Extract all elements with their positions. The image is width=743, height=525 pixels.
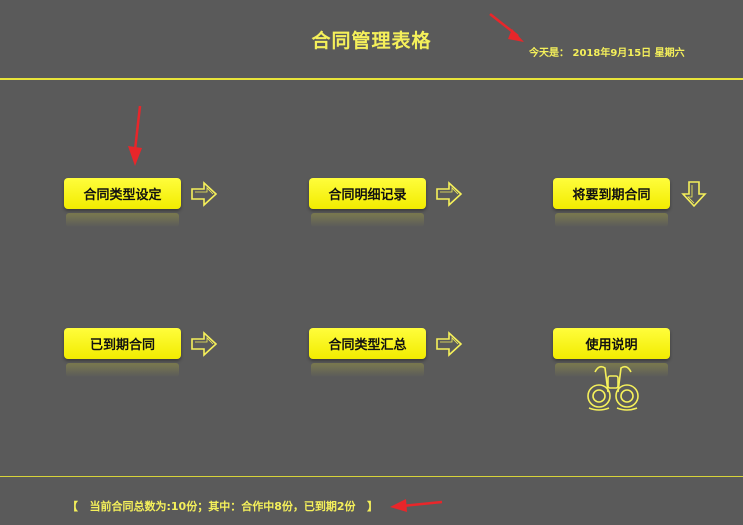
arrow-down-icon: [681, 180, 707, 208]
page-title: 合同管理表格: [311, 30, 432, 52]
header-divider: [0, 78, 743, 80]
expired-contracts-button[interactable]: 已到期合同: [64, 328, 181, 377]
arrow-right-icon: [435, 181, 463, 207]
contract-status-summary: 【 当前合同总数为:10份；其中：合作中8份，已到期2份 】: [67, 500, 378, 513]
annotation-arrow-date: [489, 13, 524, 42]
binoculars-icon: [585, 362, 641, 414]
annotation-arrow-button: [128, 105, 142, 166]
contract-detail-records-button[interactable]: 合同明细记录: [309, 178, 426, 227]
current-date: 今天是： 2018年9月15日 星期六: [529, 48, 685, 59]
arrow-right-icon: [190, 181, 218, 207]
instructions-button[interactable]: 使用说明: [553, 328, 670, 377]
expiring-contracts-button[interactable]: 将要到期合同: [553, 178, 670, 227]
contract-type-setting-button[interactable]: 合同类型设定: [64, 178, 181, 227]
arrow-right-icon: [435, 331, 463, 357]
contract-type-summary-button[interactable]: 合同类型汇总: [309, 328, 426, 377]
footer-divider: [0, 476, 743, 477]
annotation-arrow-footer: [390, 499, 443, 512]
arrow-right-icon: [190, 331, 218, 357]
